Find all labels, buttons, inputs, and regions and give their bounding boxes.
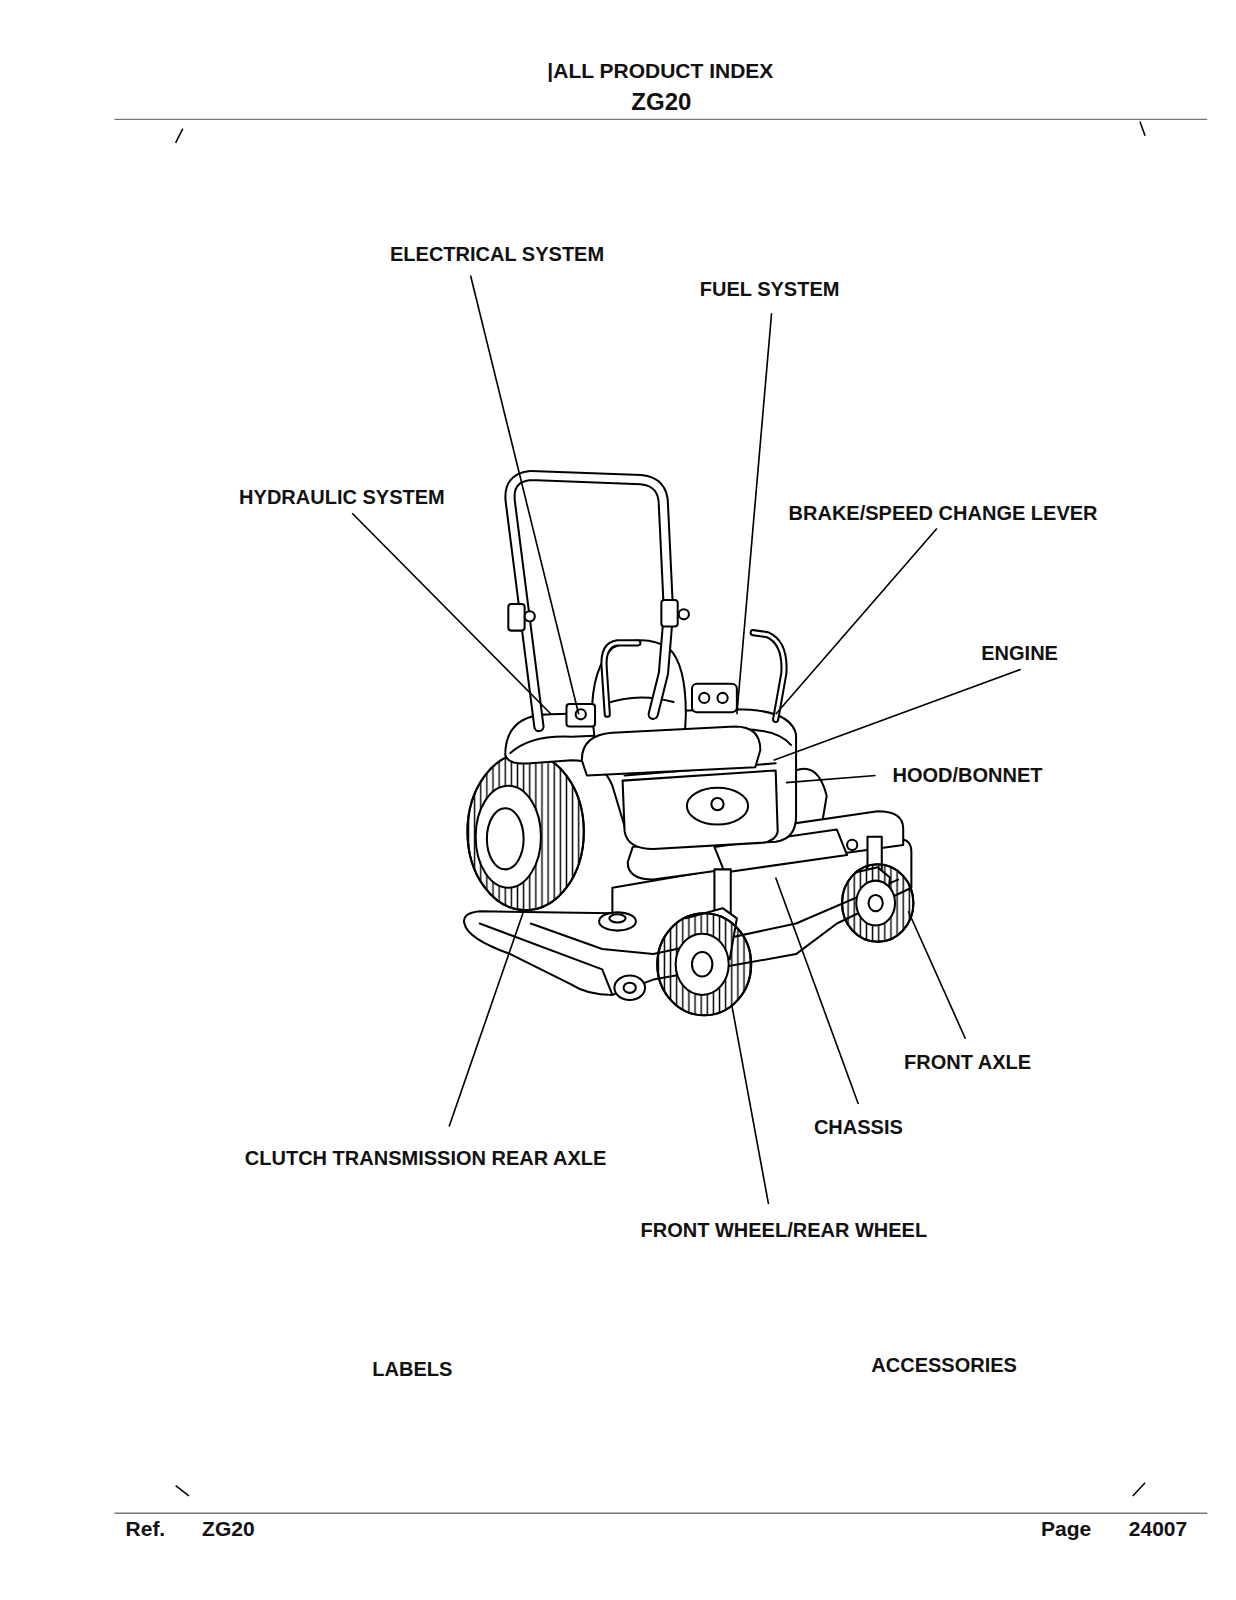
mower-drawing [464, 476, 913, 1016]
page-title: |ALL PRODUCT INDEX [547, 60, 773, 83]
part-group-label: CLUTCH TRANSMISSION REAR AXLE [245, 1147, 606, 1169]
part-group-label: HYDRAULIC SYSTEM [239, 486, 445, 508]
part-group-label: BRAKE/SPEED CHANGE LEVER [789, 502, 1098, 524]
part-group-label: HOOD/BONNET [893, 764, 1043, 786]
footer-text: Ref. [126, 1517, 166, 1540]
footer-text: 24007 [1129, 1517, 1187, 1540]
footer-text: ZG20 [202, 1517, 255, 1540]
frame-rule [114, 119, 1207, 1513]
part-group-label: ENGINE [981, 642, 1058, 664]
part-group-label: FRONT AXLE [904, 1051, 1031, 1073]
footer-text: Page [1041, 1517, 1091, 1540]
corner-mark [176, 121, 1145, 1495]
model-heading: ZG20 [631, 89, 691, 115]
part-group-label: FUEL SYSTEM [700, 278, 840, 300]
part-group-label: FRONT WHEEL/REAR WHEEL [641, 1219, 928, 1241]
part-group-label: CHASSIS [814, 1116, 903, 1138]
part-group-label: LABELS [372, 1358, 452, 1380]
part-group-label: ELECTRICAL SYSTEM [390, 243, 604, 265]
part-group-label: ACCESSORIES [871, 1354, 1017, 1376]
